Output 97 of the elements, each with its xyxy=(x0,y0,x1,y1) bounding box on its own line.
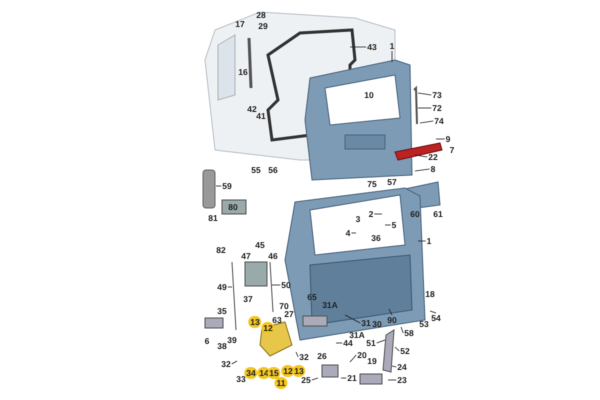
callout-number: 51 xyxy=(365,338,377,348)
callout-number: 13 xyxy=(292,365,306,377)
callout-number: 90 xyxy=(386,315,398,325)
leader-line xyxy=(350,46,367,48)
callout-number: 57 xyxy=(386,177,398,187)
callout-number: 54 xyxy=(430,313,442,323)
leader-line xyxy=(414,154,428,158)
callout-number: 39 xyxy=(226,335,238,345)
callout-number: 16 xyxy=(237,67,249,77)
callout-number: 33 xyxy=(235,374,246,384)
callout-number: 58 xyxy=(403,328,415,338)
leader-line xyxy=(392,366,397,368)
callout-number: 12 xyxy=(261,322,275,334)
callout-number: 12 xyxy=(281,365,295,377)
callout-number: 82 xyxy=(215,245,227,255)
callout-number: 41 xyxy=(256,111,267,121)
leader-line xyxy=(436,138,446,140)
callout-number: 49 xyxy=(216,282,228,292)
leader-line xyxy=(394,346,400,352)
callout-number: 63 xyxy=(271,315,283,325)
callout-number: 45 xyxy=(254,240,266,250)
leader-line xyxy=(336,342,343,344)
callout-number: 36 xyxy=(370,233,382,243)
callout-number: 31A xyxy=(348,330,366,340)
callout-number: 27 xyxy=(284,309,295,319)
leader-line xyxy=(227,286,232,288)
callout-number: 13 xyxy=(248,316,262,328)
callout-number: 75 xyxy=(366,179,378,189)
leader-line xyxy=(384,224,392,226)
callout-number: 60 xyxy=(409,209,421,219)
callout-number: 21 xyxy=(346,373,358,383)
callout-number: 6 xyxy=(204,336,210,346)
callout-number: 22 xyxy=(427,152,439,162)
leader-line xyxy=(296,352,299,358)
callout-number: 47 xyxy=(240,251,252,261)
callout-number: 81 xyxy=(207,213,219,223)
callout-number: 32 xyxy=(298,352,310,362)
callout-number: 9 xyxy=(444,134,452,144)
callout-number: 31 xyxy=(360,318,372,328)
leader-line xyxy=(420,120,434,124)
callout-number: 32 xyxy=(220,359,232,369)
callout-number: 53 xyxy=(418,319,430,329)
leader-line xyxy=(430,310,436,314)
callout-number: 35 xyxy=(216,306,228,316)
leader-line xyxy=(272,284,281,286)
callout-number: 43 xyxy=(366,42,378,52)
leader-line xyxy=(388,308,392,316)
callout-number: 4 xyxy=(344,228,352,238)
callout-number: 31A xyxy=(321,300,339,310)
callout-number: 72 xyxy=(431,103,443,113)
leader-line xyxy=(344,314,361,324)
callout-number: 73 xyxy=(431,90,443,100)
callout-number: 44 xyxy=(342,338,354,348)
callout-number: 24 xyxy=(396,362,408,372)
callout-number: 10 xyxy=(363,90,375,100)
callout-number: 37 xyxy=(242,294,254,304)
callout-number: 56 xyxy=(267,165,279,175)
leader-line xyxy=(414,168,430,172)
callout-number: 8 xyxy=(430,164,436,174)
callout-number: 15 xyxy=(267,367,281,379)
callout-number: 30 xyxy=(371,319,383,329)
callout-number: 11 xyxy=(274,377,288,389)
callout-number: 34 xyxy=(244,367,258,379)
callout-number: 25 xyxy=(300,375,312,385)
callout-number: 2 xyxy=(368,209,374,219)
callout-number: 55 xyxy=(250,165,262,175)
callout-number: 42 xyxy=(246,104,257,114)
callout-number: 80 xyxy=(227,202,239,212)
leader-line xyxy=(376,340,386,344)
callout-number: 61 xyxy=(432,209,444,219)
callout-number: 18 xyxy=(424,289,436,299)
callout-number: 17 xyxy=(234,19,246,29)
leader-line xyxy=(418,92,432,96)
leader-line xyxy=(311,378,318,380)
callout-number: 20 xyxy=(356,350,368,360)
callout-number: 59 xyxy=(221,181,233,191)
callout-number: 38 xyxy=(216,341,228,351)
callout-number: 70 xyxy=(278,301,290,311)
callout-number: 29 xyxy=(257,21,269,31)
callout-number: 26 xyxy=(316,351,328,361)
leader-line xyxy=(231,360,238,364)
leader-line xyxy=(350,232,356,234)
callout-number: 46 xyxy=(267,251,279,261)
callout-number: 5 xyxy=(390,220,398,230)
callout-number: 1 xyxy=(426,236,432,246)
leader-line xyxy=(350,354,357,362)
callout-number: 74 xyxy=(433,116,445,126)
callout-number: 1 xyxy=(388,41,396,51)
callout-number: 52 xyxy=(399,346,411,356)
leader-line xyxy=(400,326,404,334)
callout-number: 65 xyxy=(306,292,318,302)
callout-number: 28 xyxy=(255,10,267,20)
callout-number: 19 xyxy=(366,356,378,366)
callout-number: 3 xyxy=(354,214,362,224)
callout-number: 7 xyxy=(448,145,456,155)
callout-number: 23 xyxy=(396,375,408,385)
leader-line xyxy=(418,240,426,242)
